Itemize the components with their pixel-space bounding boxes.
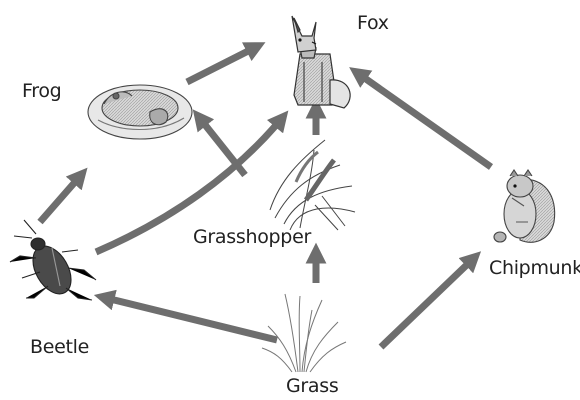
frog-icon <box>88 85 192 139</box>
label-grasshopper: Grasshopper <box>193 226 311 248</box>
arrow-frog-to-fox <box>187 46 258 82</box>
fox-icon <box>292 16 350 108</box>
grass-icon <box>262 294 346 372</box>
arrow-chipmunk-to-fox <box>356 72 491 167</box>
arrow-beetle-to-frog <box>40 174 82 222</box>
label-frog: Frog <box>22 80 61 102</box>
label-beetle: Beetle <box>30 336 89 358</box>
arrow-grasshopper-to-frog <box>198 116 245 175</box>
chipmunk-icon <box>494 170 555 242</box>
arrow-grass-to-chipmunk <box>381 257 475 347</box>
beetle-icon <box>10 220 96 301</box>
arrow-grass-to-beetle <box>102 297 277 340</box>
label-grass: Grass <box>286 375 338 397</box>
label-chipmunk: Chipmunk <box>489 257 580 279</box>
label-fox: Fox <box>357 12 389 34</box>
grasshopper-icon <box>270 140 355 230</box>
